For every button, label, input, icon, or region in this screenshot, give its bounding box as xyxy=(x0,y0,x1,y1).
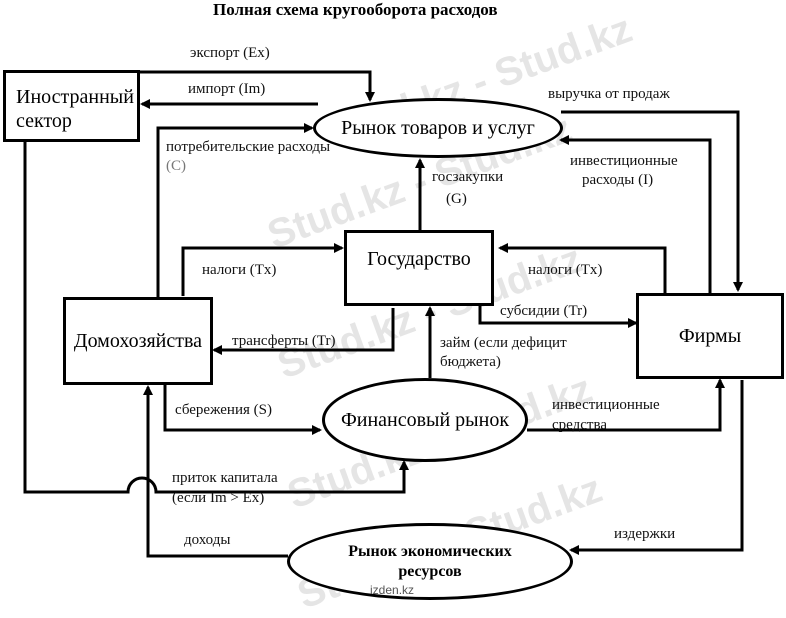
loan-label-2: бюджета) xyxy=(440,354,501,370)
taxes-hh-label: налоги (Tx) xyxy=(202,262,277,278)
government-label: Государство xyxy=(367,248,471,270)
resources-market-label: Рынок экономических ресурсов xyxy=(348,542,512,580)
incomes-arrow xyxy=(143,385,288,558)
goods-market-label: Рынок товаров и услуг xyxy=(341,116,535,139)
consumption-c-label: (C) xyxy=(166,158,186,174)
subsidies-arrow xyxy=(478,304,638,328)
subsidies-label: субсидии (Tr) xyxy=(500,303,588,319)
revenue-label: выручка от продаж xyxy=(548,86,670,102)
export-label: экспорт (Ex) xyxy=(190,45,270,61)
consumption-label: потребительские расходы xyxy=(166,139,331,155)
resources-market-node: Рынок экономических ресурсов xyxy=(287,523,573,600)
investment-label-2: расходы (I) xyxy=(582,172,654,188)
investment-label-1: инвестиционные xyxy=(570,153,678,169)
taxes-hh-arrow xyxy=(181,243,344,296)
inv-funds-label-2: средства xyxy=(552,417,608,433)
diagram-canvas: Stud.kz - Stud.kz Stud.kz - Stud.kz Stud… xyxy=(3,0,784,617)
diagram-title: Полная схема кругооборота расходов xyxy=(213,0,498,19)
costs-label: издержки xyxy=(614,526,676,542)
import-label: импорт (Im) xyxy=(188,81,266,97)
inv-funds-label-1: инвестиционные xyxy=(552,397,660,413)
capital-inflow-label-2: (если Im > Ex) xyxy=(172,490,265,506)
consumption-arrow xyxy=(156,123,314,298)
financial-market-label: Финансовый рынок xyxy=(340,408,510,431)
foreign-sector-label: Иностранный сектор xyxy=(16,86,134,132)
loan-label-1: займ (если дефицит xyxy=(440,335,567,351)
transfers-label: трансферты (Tr) xyxy=(232,333,336,349)
investment-arrow xyxy=(559,135,712,296)
goods-market-node: Рынок товаров и услуг xyxy=(313,98,563,158)
gov-purchases-label: госзакупки xyxy=(432,169,504,185)
flow-connectors xyxy=(23,70,744,558)
firms-node: Фирмы xyxy=(636,293,784,379)
gov-purchases-g-label: (G) xyxy=(446,191,467,207)
savings-arrow xyxy=(163,382,322,435)
savings-label: сбережения (S) xyxy=(175,402,272,418)
households-node: Домохозяйства xyxy=(63,297,213,385)
government-node: Государство xyxy=(344,230,494,306)
households-label: Домохозяйства xyxy=(73,329,203,352)
foreign-sector-node: Иностранный сектор xyxy=(3,70,140,142)
site-credit: izden.kz xyxy=(370,583,415,597)
incomes-label: доходы xyxy=(184,532,231,548)
transfers-arrow xyxy=(212,308,395,355)
inv-funds-arrow xyxy=(527,378,725,432)
taxes-firms-label: налоги (Tx) xyxy=(528,262,603,278)
revenue-arrow xyxy=(561,110,743,292)
capital-inflow-label-1: приток капитала xyxy=(172,470,278,486)
export-arrow xyxy=(140,70,375,102)
costs-arrow xyxy=(569,380,744,555)
firms-label: Фирмы xyxy=(678,324,742,347)
capital-inflow-arrow xyxy=(23,140,409,494)
financial-market-node: Финансовый рынок xyxy=(322,378,528,462)
taxes-firms-arrow xyxy=(498,243,667,294)
